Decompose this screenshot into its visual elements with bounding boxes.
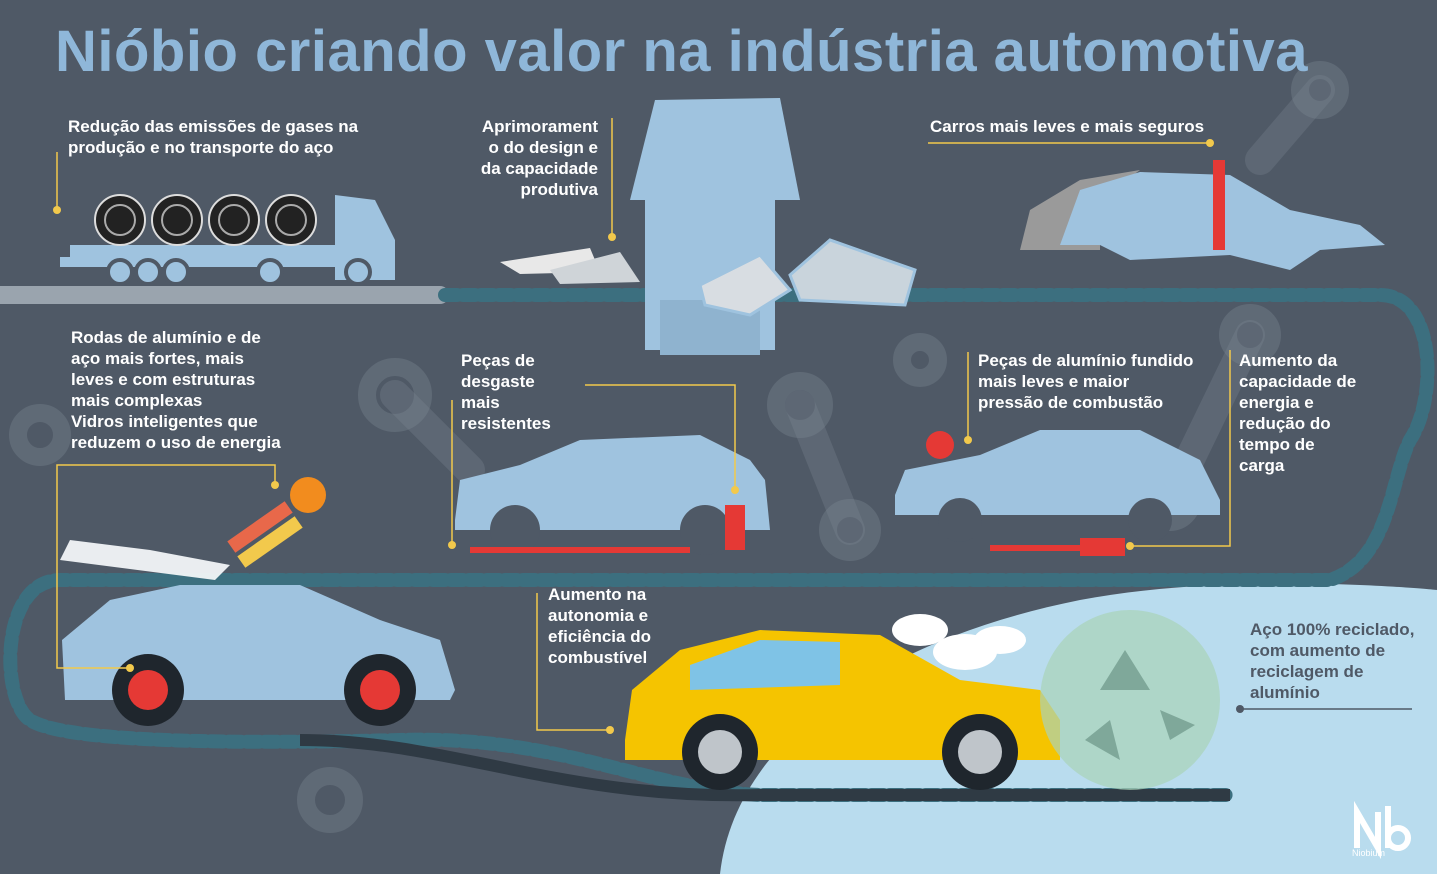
label-line: Aço 100% reciclado, (1250, 620, 1415, 639)
label-line: mais complexas (71, 391, 203, 410)
label-line: combustível (548, 648, 648, 667)
niobium-logo (1354, 800, 1411, 860)
label-line: Peças de alumínio fundido (978, 351, 1194, 370)
label-line: resistentes (461, 414, 551, 433)
label-line: Carros mais leves e mais seguros (930, 117, 1205, 136)
label-line: Peças de (461, 351, 535, 370)
label-line: produtiva (520, 180, 598, 199)
car-shell-top-right (1020, 160, 1385, 270)
label-autonomy: Aumento na autonomia e eficiência do com… (548, 584, 651, 668)
clouds (892, 614, 1026, 670)
leader-lines (56, 118, 1231, 731)
label-line: eficiência do (548, 627, 651, 646)
logo-wordmark: Niobium (1352, 848, 1386, 858)
label-line: reciclagem de (1250, 662, 1364, 681)
label-line: Aumento na (548, 585, 647, 604)
sheet-metal-parts (500, 238, 917, 317)
stamping-press (630, 98, 800, 355)
label-line: energia e (1239, 393, 1314, 412)
car-left-bottom (60, 477, 455, 726)
label-line: alumínio (1250, 683, 1320, 702)
page-title: Nióbio criando valor na indústria automo… (55, 19, 1309, 84)
car-shell-right-middle (895, 430, 1220, 556)
label-line: Aprimorament (481, 117, 598, 136)
conveyor-belts (0, 286, 1435, 802)
label-line: leves e com estruturas (71, 370, 256, 389)
label-line: aço mais fortes, mais (71, 349, 244, 368)
label-line: reduzem o uso de energia (71, 433, 281, 452)
leader-dots (53, 139, 1214, 734)
label-lighter-safer: Carros mais leves e mais seguros (930, 116, 1204, 137)
label-line: desgaste (461, 372, 535, 391)
truck-illustration (60, 195, 395, 286)
label-line: Aumento da (1239, 351, 1338, 370)
label-emissions: Redução das emissões de gases na produçã… (68, 116, 358, 158)
recycle-icon (1040, 610, 1220, 790)
label-line: o do design e (488, 138, 598, 157)
label-line: capacidade de (1239, 372, 1357, 391)
label-line: redução do (1239, 414, 1331, 433)
label-cast-aluminum: Peças de alumínio fundido mais leves e m… (978, 350, 1193, 413)
label-line: produção e no transporte do aço (68, 138, 334, 157)
label-design: Aprimorament o do design e da capacidade… (468, 116, 598, 200)
label-line: mais (461, 393, 500, 412)
label-line: carga (1239, 456, 1285, 475)
label-line: Rodas de alumínio e de (71, 328, 261, 347)
yellow-car (625, 630, 1060, 790)
label-line: Vidros inteligentes que (71, 412, 258, 431)
recycle-leader (1236, 705, 1412, 713)
label-line: pressão de combustão (978, 393, 1164, 412)
car-shell-middle (455, 435, 770, 555)
label-line: autonomia e (548, 606, 649, 625)
label-wear-parts: Peças de desgaste mais resistentes (461, 350, 551, 434)
label-line: mais leves e maior (978, 372, 1130, 391)
label-line: Redução das emissões de gases na (68, 117, 359, 136)
label-recycling: Aço 100% reciclado, com aumento de recic… (1250, 619, 1414, 703)
steel-coils (94, 194, 317, 246)
label-line: da capacidade (480, 159, 598, 178)
label-wheels-glass: Rodas de alumínio e de aço mais fortes, … (71, 327, 281, 453)
label-line: tempo de (1239, 435, 1315, 454)
label-battery: Aumento da capacidade de energia e reduç… (1239, 350, 1356, 476)
label-line: com aumento de (1250, 641, 1386, 660)
